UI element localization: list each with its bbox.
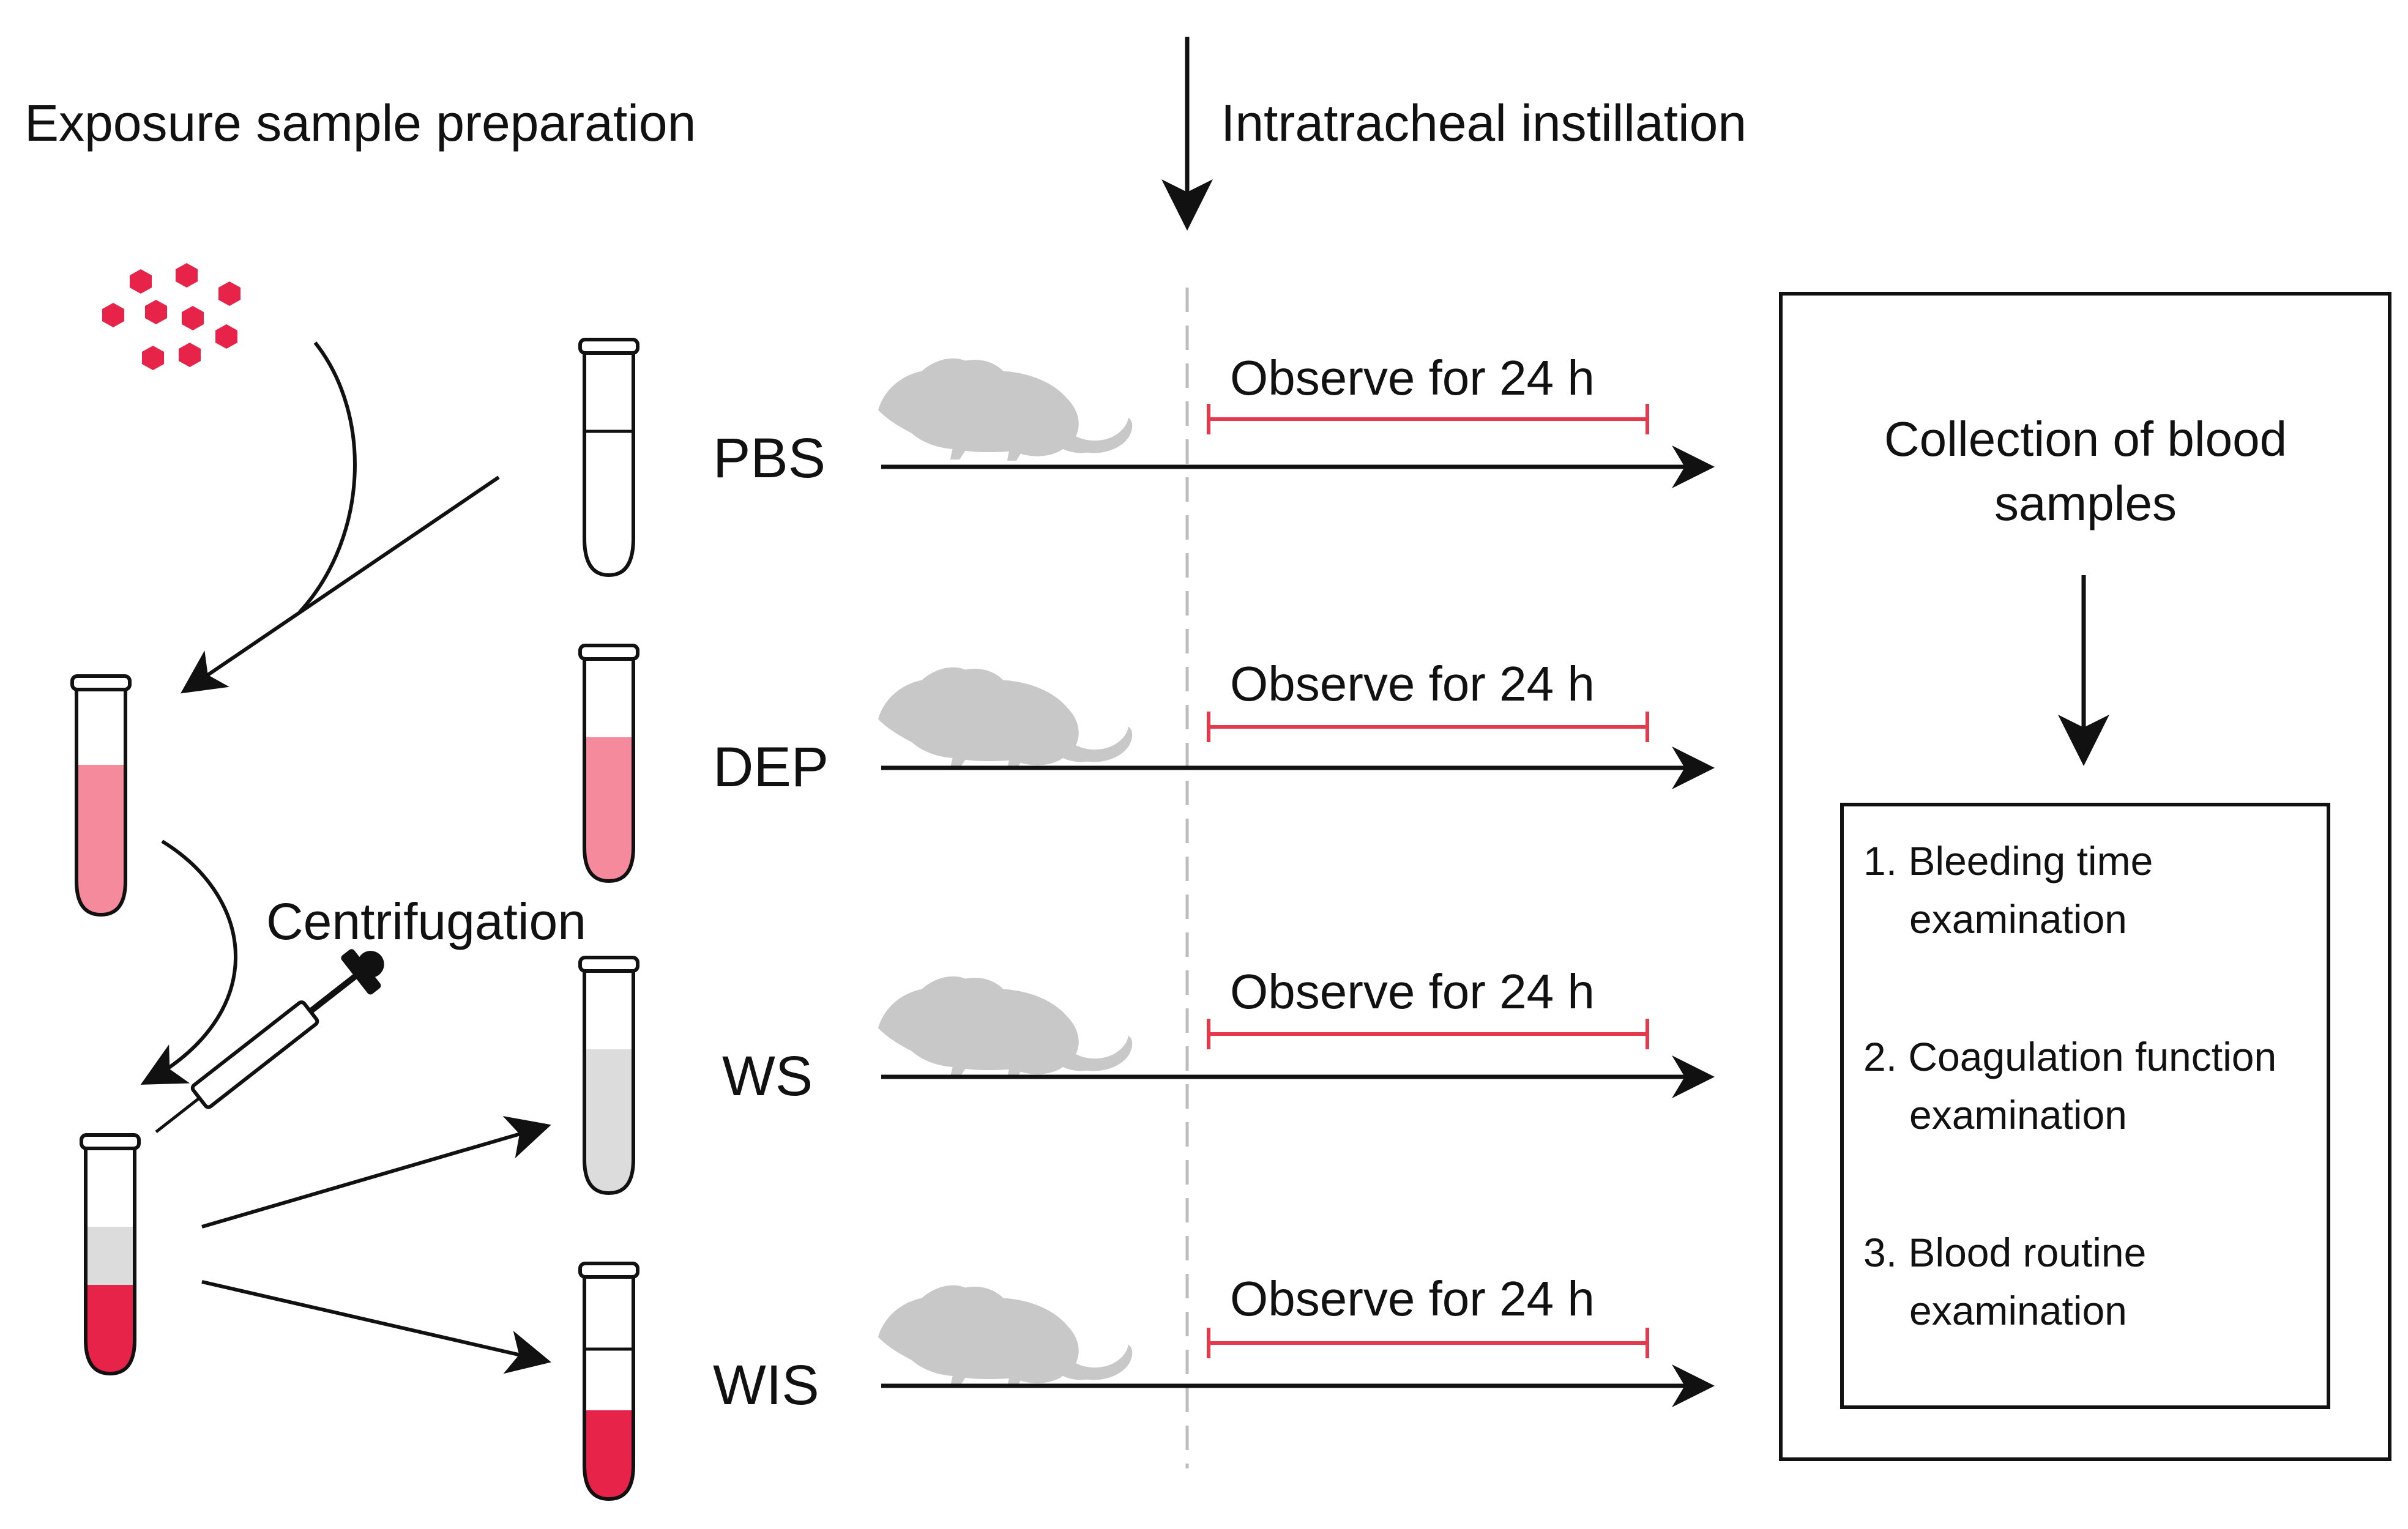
syringe-icon [155,949,384,1133]
exam-item-2-line2: examination [1909,1092,2127,1137]
group-label: WS [722,1045,813,1107]
centrifugation-curve [140,839,237,1085]
group-row-pbs: PBS Observe for 24 h [713,351,1715,489]
group-label: PBS [713,427,826,489]
rat-icon [878,358,1133,461]
to-ws-arrow [201,1115,551,1229]
observe-label: Observe for 24 h [1230,657,1595,711]
particles-icon [102,263,240,370]
collection-heading-line1: Collection of blood [1884,412,2287,466]
exam-item-3-line2: examination [1909,1288,2127,1333]
group-label: WIS [713,1354,819,1416]
collection-heading-line2: samples [1994,476,2177,530]
rat-icon [878,667,1133,770]
observe-bracket [1207,1019,1649,1049]
exposure-heading: Exposure sample preparation [24,94,696,152]
test-tube-icon [578,956,639,1196]
observe-label: Observe for 24 h [1230,964,1595,1019]
instillation-label: Intratracheal instillation [1221,94,1746,152]
group-label: DEP [713,736,829,798]
exam-item-1-line1: 1. Bleeding time [1863,838,2153,884]
group-row-dep: DEP Observe for 24 h [713,657,1715,798]
examination-list-box [1840,803,2330,1409]
test-tube-icon [578,644,639,884]
group-row-wis: WIS Observe for 24 h [713,1271,1715,1416]
pbs-to-mix-arrow [181,475,500,694]
exam-item-2-line1: 2. Coagulation function [1863,1034,2276,1079]
test-tube-icon [578,338,639,578]
observe-bracket [1207,1328,1649,1358]
test-tube-icon [70,674,132,917]
rat-icon [878,976,1133,1079]
observe-label: Observe for 24 h [1230,1271,1595,1326]
observe-bracket [1207,404,1649,434]
to-wis-arrow [201,1280,551,1374]
particles-curve [298,341,357,614]
centrifugation-label: Centrifugation [266,893,586,950]
observe-label: Observe for 24 h [1230,351,1595,405]
exam-item-3-line1: 3. Blood routine [1863,1230,2146,1275]
collection-panel: Collection of blood samples 1. Bleeding … [1779,292,2391,1461]
test-tube-icon [80,1133,141,1376]
group-row-ws: WS Observe for 24 h [722,964,1715,1107]
observe-bracket [1207,712,1649,742]
exam-item-1-line2: examination [1909,896,2127,942]
test-tube-icon [578,1262,639,1501]
rat-icon [878,1285,1133,1388]
